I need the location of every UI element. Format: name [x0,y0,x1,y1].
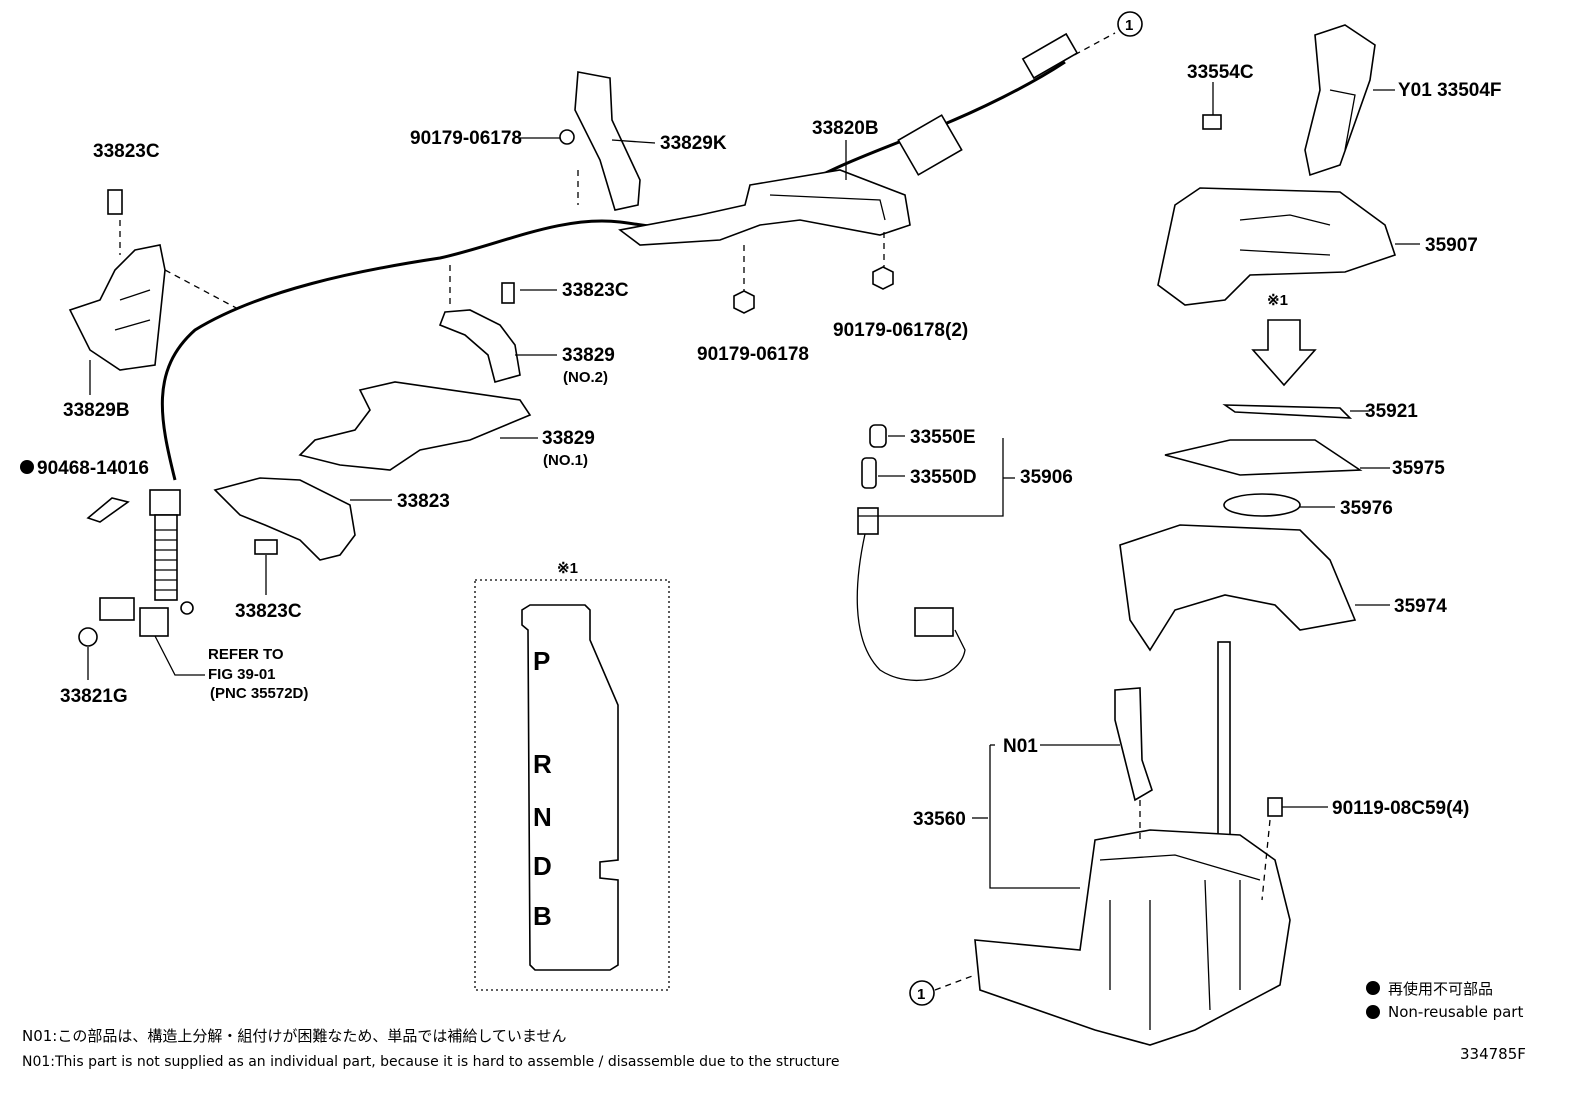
callout-33823c-mid: 33823C [562,280,629,301]
callout-90179-06178-2: 90179-06178(2) [833,320,968,341]
nut-90179-top [559,129,575,145]
shift-position-d: D [533,851,552,881]
callout-n01: N01 [1003,736,1038,757]
switch-n01 [1114,687,1153,802]
refer-line1: REFER TO [208,646,284,663]
callout-90119-08c59: 90119-08C59(4) [1332,798,1469,819]
callout-33560: 33560 [913,809,966,830]
shift-position-r: R [533,749,552,779]
legend-en: Non-reusable part [1388,1003,1523,1021]
bulb-33550d [861,457,877,489]
callout-35974: 35974 [1394,596,1447,617]
cable-end-fitting [1021,32,1079,80]
bolt-33823c-top [107,189,123,215]
ref-circle-top-label: 1 [1125,17,1133,34]
direction-arrow [1251,319,1317,387]
legend-dot-en [1366,1005,1380,1019]
shift-lever-rod [1217,641,1231,853]
nut-90179-2 [872,266,894,290]
connector-35906 [914,607,954,637]
callout-33820b: 33820B [812,118,879,139]
callout-35976: 35976 [1340,498,1393,519]
bulb-33550e [869,424,887,448]
note-en: N01:This part is not supplied as an indi… [22,1054,839,1070]
bracket-33829-no2 [438,309,521,383]
note-jp: N01:この部品は、構造上分解・組付けが困難なため、単品では補給していません [22,1027,566,1045]
non-reusable-dot [20,460,34,474]
shift-pattern-inset: ※1 P R N D B [474,560,670,991]
shift-position-b: B [533,901,552,931]
cable-end-sleeve [149,489,181,516]
callout-90179-06178-top: 90179-06178 [410,128,522,149]
callout-90468-14016: 90468-14016 [37,458,149,479]
cable-eye [180,601,194,615]
shift-gate-outline [521,604,619,971]
bolt-33823c-bot [254,539,278,555]
socket-35906 [857,507,879,535]
asterisk-ref-label: ※1 [1267,292,1288,309]
nut-90179-mid [733,290,755,314]
shift-lever-assembly-33560 [974,641,1291,1046]
callout-33823c-top: 33823C [93,141,160,162]
ref-circle-bottom [909,980,935,1006]
nut-33821g [78,627,98,647]
callout-33829b: 33829B [63,400,130,421]
clamp-end [139,607,169,637]
plate-35976 [1223,493,1301,517]
clip-33829k [574,71,641,211]
shift-cable [149,32,1079,615]
shift-knob-33504f [1304,24,1376,177]
bezel-35907 [1157,187,1397,306]
clip-33554c [1202,114,1222,130]
legend-dot-jp [1366,981,1380,995]
callout-35906: 35906 [1020,467,1073,488]
cable-clamp [99,597,135,621]
callout-33823c-bot: 33823C [235,601,302,622]
bolt-90119 [1267,797,1283,817]
callout-90179-06178-mid: 90179-06178 [697,344,809,365]
plate-35975 [1164,439,1363,476]
callout-33504f: Y01 33504F [1398,80,1502,101]
shift-position-p: P [533,646,550,676]
figure-code: 334785F [1460,1045,1526,1063]
callout-33829-no2: 33829 [562,345,615,366]
shift-pattern-frame [474,579,670,991]
ref-circle-bottom-label: 1 [917,986,925,1003]
cable-grommet [897,114,963,176]
bracket-33823 [213,477,356,561]
ref-circle-top [1117,11,1143,37]
callout-35907: 35907 [1425,235,1478,256]
callout-33554c: 33554C [1187,62,1254,83]
plate-35921 [1222,404,1353,419]
bolt-33823c-mid [501,282,515,304]
housing-35974 [1119,524,1357,652]
shift-position-n: N [533,802,552,832]
shift-pattern-ref: ※1 [557,560,578,577]
bracket-33829-no1 [298,381,532,471]
legend-jp: 再使用不可部品 [1388,980,1493,998]
refer-line2: FIG 39-01 [208,666,276,683]
callout-33550d: 33550D [910,467,977,488]
callout-33821g: 33821G [60,686,128,707]
callout-33829k: 33829K [660,133,727,154]
clip-90468 [86,497,130,523]
callout-33829-no2-sub: (NO.2) [563,369,608,386]
callout-35921: 35921 [1365,401,1418,422]
callout-35975: 35975 [1392,458,1445,479]
refer-line3: (PNC 35572D) [210,685,308,702]
callout-33829-no1-sub: (NO.1) [543,452,588,469]
callout-33829-no1: 33829 [542,428,595,449]
callout-33550e: 33550E [910,427,976,448]
callout-33823: 33823 [397,491,450,512]
cable-boot [154,514,178,601]
bracket-33829b [68,189,241,371]
cable-bracket-33820b [618,169,911,246]
